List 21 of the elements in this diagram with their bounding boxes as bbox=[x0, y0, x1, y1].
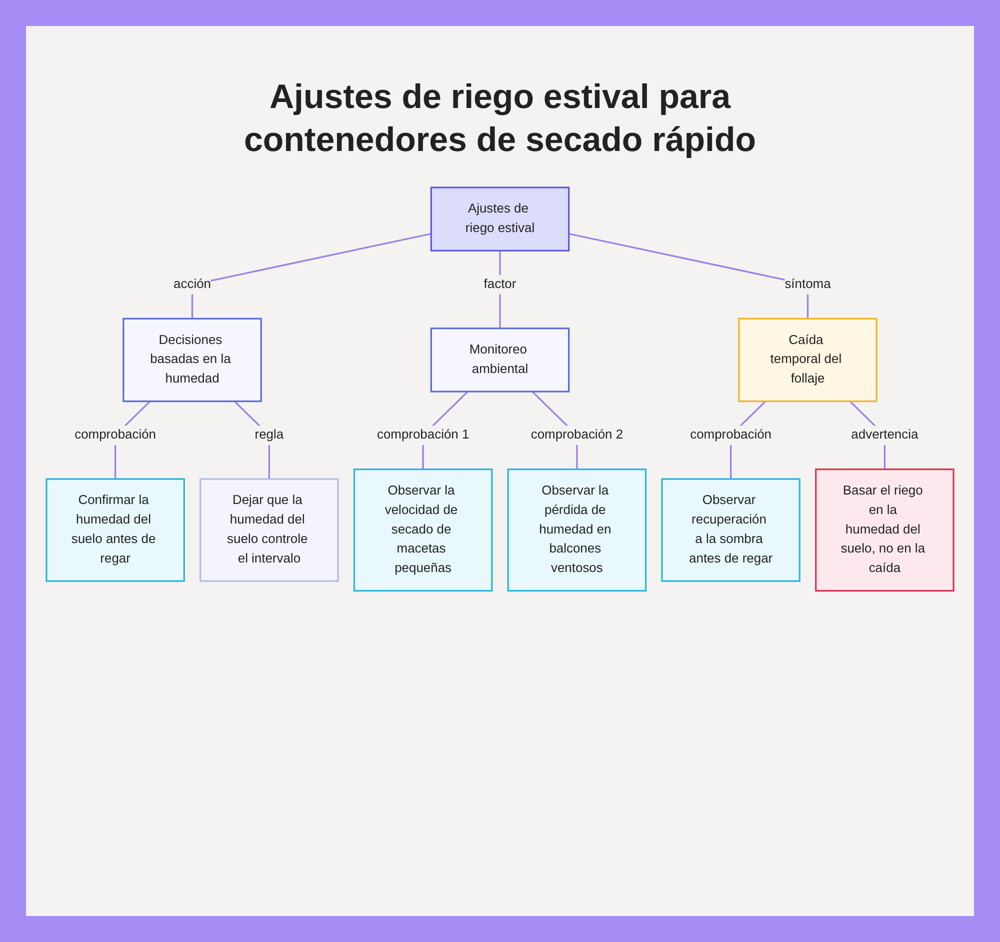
edge-label: acción bbox=[174, 277, 211, 292]
node-box: Observar la velocidad de secado de macetas pequeñas bbox=[353, 468, 493, 592]
edge-label: comprobación bbox=[690, 428, 772, 442]
edge-label: advertencia bbox=[851, 428, 918, 442]
edge-label: síntoma bbox=[784, 277, 831, 292]
node-box: Observar recuperación a la sombra antes de regar bbox=[661, 478, 800, 582]
node-box: Confirmar la humedad del suelo antes de regar bbox=[46, 478, 185, 582]
edge-label: comprobación 2 bbox=[530, 428, 624, 442]
node-box: Caída temporal del follaje bbox=[738, 318, 878, 402]
edge-label: comprobación 1 bbox=[376, 428, 470, 442]
node-box: Monitoreo ambiental bbox=[430, 328, 570, 392]
node-box: Ajustes de riego estival bbox=[430, 186, 570, 252]
node-box: Observar la pérdida de humedad en balcones ventosos bbox=[507, 468, 647, 592]
edge-label: regla bbox=[254, 428, 284, 442]
connector bbox=[191, 232, 432, 319]
node-box: Dejar que la humedad del suelo controle el intervalo bbox=[200, 478, 339, 582]
edge-label: factor bbox=[484, 277, 516, 292]
edge-label: comprobación bbox=[74, 428, 156, 442]
diagram-title: Ajustes de riego estival para contenedores de secado rápido bbox=[242, 77, 758, 160]
node-box: Decisiones basadas en la humedad bbox=[122, 318, 262, 402]
node-box: Basar el riego en la humedad del suelo, no en la caída bbox=[815, 468, 954, 592]
